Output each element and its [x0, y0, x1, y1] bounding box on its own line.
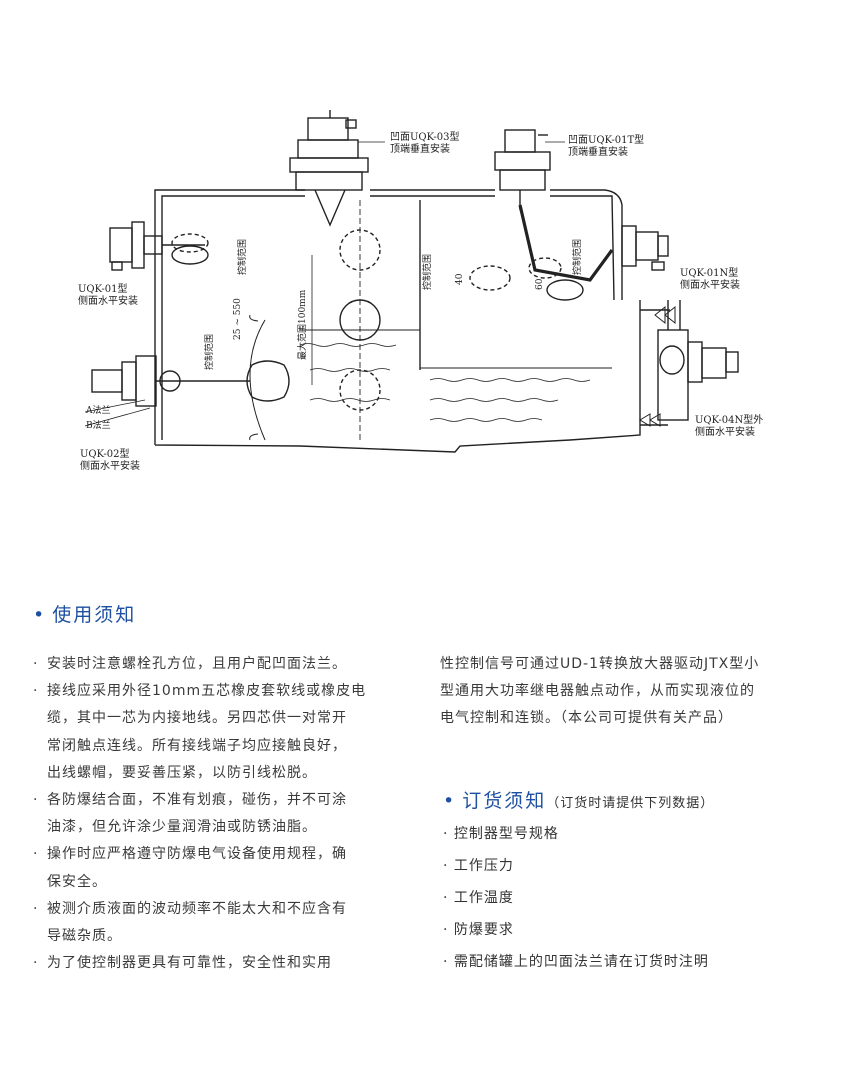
order-item: · 工作压力	[443, 850, 709, 882]
order-list: · 控制器型号规格· 工作压力· 工作温度· 防爆要求· 需配储罐上的凹面法兰请…	[443, 818, 709, 978]
label-uqk01t-sub: 顶端垂直安装	[568, 145, 628, 158]
bullet-dot-icon: •	[33, 604, 47, 626]
usage-title: •使用须知	[33, 604, 137, 626]
order-item-text: 工作压力	[453, 858, 514, 874]
usage-item-continuation: 导磁杂质。	[47, 928, 122, 945]
label-dim-60: 60	[535, 278, 545, 290]
label-dim-40: 40	[455, 273, 465, 285]
usage-item-continuation: 油漆，但允许涂少量润滑油或防锈油脂。	[47, 819, 317, 836]
label-uqk01n: UQK-01N型	[680, 266, 738, 279]
order-item: · 控制器型号规格	[443, 818, 709, 850]
usage-item-text: 各防爆结合面，不准有划痕，碰伤，并不可涂	[47, 792, 347, 809]
usage-item-text: 接线应采用外径10mm五芯橡皮套软线或橡皮电	[47, 683, 367, 700]
bullet-icon: ·	[33, 683, 39, 700]
label-uqk02: UQK-02型	[80, 447, 129, 460]
usage-item-text: 为了使控制器更具有可靠性，安全性和实用	[47, 955, 332, 972]
label-flange-b: B法兰	[86, 419, 111, 431]
label-uqk01-sub: 侧面水平安装	[78, 294, 138, 307]
order-title: •订货须知（订货时请提供下列数据）	[443, 790, 715, 812]
usage-item-text: 操作时应严格遵守防爆电气设备使用规程，确	[47, 846, 347, 863]
label-flange-a: A法兰	[85, 404, 111, 416]
usage-item: · 接线应采用外径10mm五芯橡皮套软线或橡皮电	[33, 678, 413, 705]
bullet-icon: ·	[443, 890, 454, 906]
label-uqk02-sub: 侧面水平安装	[80, 459, 140, 472]
bullet-icon: ·	[33, 656, 39, 672]
label-ctrl-range-3: 控制范围	[571, 239, 583, 275]
label-ctrl-range-2: 控制范围	[421, 254, 433, 290]
usage-item: · 各防爆结合面，不准有划痕，碰伤，并不可涂	[33, 787, 413, 814]
bullet-icon: ·	[443, 922, 454, 938]
bullet-icon: ·	[33, 900, 39, 917]
usage-item: · 安装时注意螺栓孔方位，且用户配凹面法兰。	[33, 651, 413, 678]
bullet-icon: ·	[443, 954, 454, 970]
usage-item: · 操作时应严格遵守防爆电气设备使用规程，确	[33, 841, 413, 868]
order-item-text: 控制器型号规格	[453, 826, 559, 842]
usage-right-column: 性控制信号可通过UD-1转换放大器驱动JTX型小型通用大功率继电器触点动作，从而…	[440, 651, 840, 733]
bullet-dot-icon: •	[443, 790, 457, 812]
order-item-text: 需配储罐上的凹面法兰请在订货时注明	[453, 954, 709, 970]
bullet-icon: ·	[33, 846, 39, 863]
label-uqk04n: UQK-04N型外	[695, 413, 763, 426]
usage-right-line: 电气控制和连锁。（本公司可提供有关产品）	[440, 710, 733, 727]
bullet-icon: ·	[33, 955, 39, 972]
liquid-level-controller-installation-diagram: 凹面UQK-03型 顶端垂直安装 凹面UQK-01T型 顶端垂直安装 UQK-0…	[78, 110, 763, 472]
usage-item-continuation: 缆，其中一芯为内接地线。另四芯供一对常开	[47, 710, 347, 727]
tank-outline	[154, 189, 641, 453]
label-uqk04n-sub: 侧面水平安装	[695, 425, 755, 438]
usage-item-continuation: 保安全。	[47, 873, 107, 890]
label-ctrl-range-4: 控制范围	[203, 334, 215, 370]
order-item-text: 工作温度	[453, 890, 514, 906]
usage-item-text: 被测介质液面的波动频率不能太大和不应含有	[47, 900, 347, 917]
label-uqk01n-sub: 侧面水平安装	[680, 278, 740, 291]
usage-item-continuation: 常闭触点连线。所有接线端子均应接触良好，	[47, 737, 347, 754]
usage-right-line: 性控制信号可通过UD-1转换放大器驱动JTX型小	[440, 656, 760, 672]
order-subtitle: （订货时请提供下列数据）	[546, 796, 715, 811]
usage-item-text: 安装时注意螺栓孔方位，且用户配凹面法兰。	[47, 656, 347, 672]
order-item: · 工作温度	[443, 882, 709, 914]
label-ctrl-range-1: 控制范围	[236, 239, 248, 275]
bullet-icon: ·	[443, 858, 454, 874]
usage-item: · 被测介质液面的波动频率不能太大和不应含有	[33, 896, 413, 923]
bullet-icon: ·	[33, 792, 39, 809]
usage-item: · 为了使控制器更具有可靠性，安全性和实用	[33, 950, 413, 977]
label-uqk03-sub: 顶端垂直安装	[390, 142, 450, 155]
label-range-25-550: 25 ~ 550	[233, 298, 243, 340]
order-item: · 防爆要求	[443, 914, 709, 946]
label-max-range: 最大范围100mm	[296, 289, 308, 360]
usage-item-continuation: 出线螺帽，要妥善压紧，以防引线松脱。	[47, 764, 317, 781]
label-uqk01: UQK-01型	[78, 282, 127, 295]
label-uqk03: 凹面UQK-03型	[390, 130, 459, 143]
order-item: · 需配储罐上的凹面法兰请在订货时注明	[443, 946, 709, 978]
usage-left-column: · 安装时注意螺栓孔方位，且用户配凹面法兰。 · 接线应采用外径10mm五芯橡皮套软线…	[33, 651, 413, 977]
bullet-icon: ·	[443, 826, 454, 842]
usage-right-line: 型通用大功率继电器触点动作，从而实现液位的	[440, 683, 755, 700]
order-item-text: 防爆要求	[453, 922, 514, 938]
label-uqk01t: 凹面UQK-01T型	[568, 133, 644, 146]
